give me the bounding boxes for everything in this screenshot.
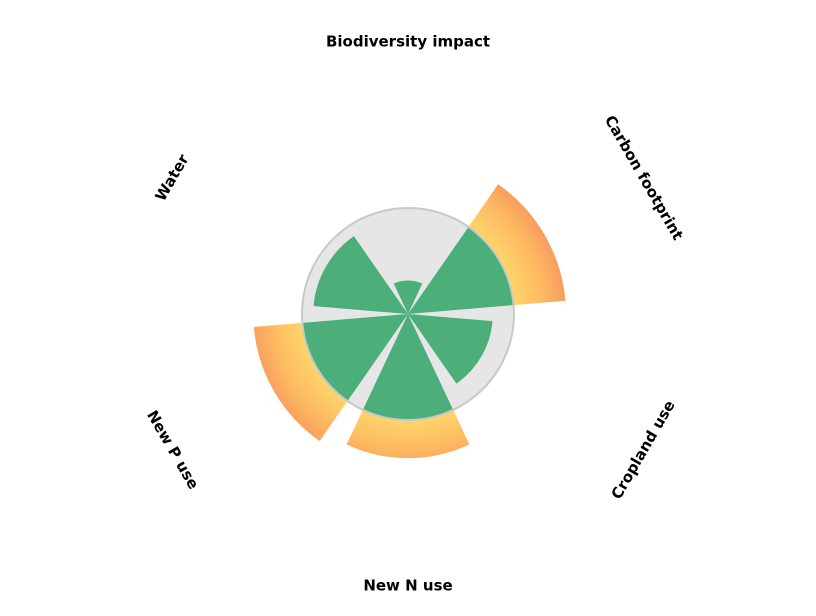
axis-label-carbon-footprint: Carbon footprint xyxy=(601,112,687,243)
axis-label-new-p-use: New P use xyxy=(143,407,202,492)
overshoot-wedge-new-n-use xyxy=(346,409,470,459)
within-wedge-carbon-footprint xyxy=(408,226,514,314)
axis-label-new-n-use: New N use xyxy=(363,577,452,595)
within-wedge-new-p-use xyxy=(302,314,408,402)
within-wedge-new-n-use xyxy=(362,314,454,421)
within-wedge-water xyxy=(313,236,408,314)
axis-label-cropland-use: Cropland use xyxy=(608,397,679,502)
axis-label-water: Water xyxy=(151,151,192,205)
boundary-ring xyxy=(301,207,515,421)
overshoot-wedge-new-p-use xyxy=(253,322,348,442)
within-wedge-cropland-use xyxy=(408,314,493,384)
axis-label-biodiversity-impact: Biodiversity impact xyxy=(326,33,490,51)
within-wedge-biodiversity-impact xyxy=(393,280,423,314)
overshoot-wedge-carbon-footprint xyxy=(468,184,566,306)
within-boundary-layer xyxy=(302,226,514,421)
